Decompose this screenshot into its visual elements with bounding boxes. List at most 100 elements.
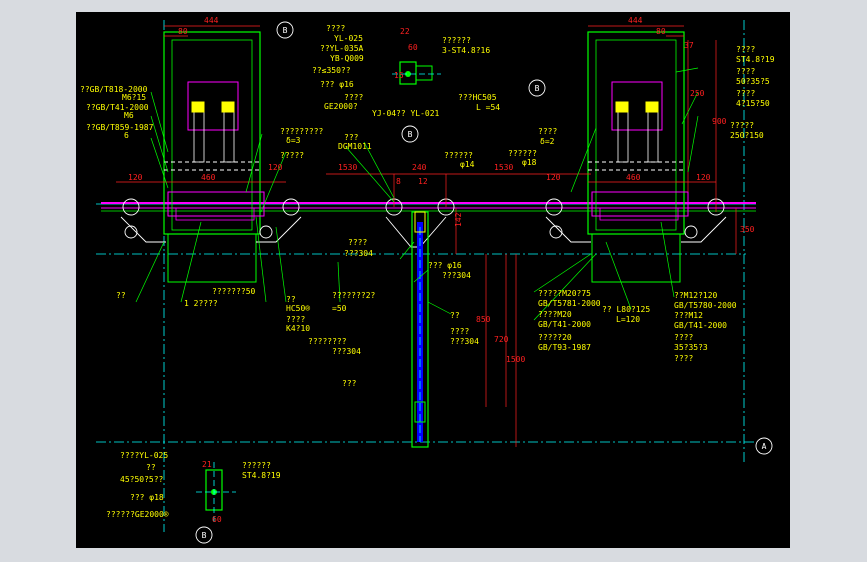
note-b-3: ??? φ16 bbox=[428, 261, 462, 270]
bottom-fixing-detail bbox=[196, 462, 236, 522]
grid-bubble-b2: B bbox=[408, 130, 413, 139]
dim-22: 22 bbox=[400, 27, 410, 36]
note-top-12: 3-ST4.8?16 bbox=[442, 46, 490, 55]
note-c-14: 35?35?3 bbox=[674, 343, 708, 352]
note-b-17: ???????? bbox=[308, 337, 347, 346]
note-b-8: ?? bbox=[286, 295, 296, 304]
note-mid-10: ???? bbox=[538, 127, 557, 136]
note-d-7: ST4.8?19 bbox=[242, 471, 281, 480]
dim-120-b: 120 bbox=[268, 163, 283, 172]
note-d-1: ????YL-025 bbox=[120, 451, 168, 460]
note-d-5: ??????GE2000® bbox=[106, 510, 169, 519]
dim-80-right: 80 bbox=[656, 27, 666, 36]
central-steel-pipe bbox=[411, 211, 429, 448]
note-mid-4: DGM1011 bbox=[338, 142, 372, 151]
dim-120-c: 120 bbox=[546, 173, 561, 182]
note-c-5: ?????20 bbox=[538, 333, 572, 342]
dim-240: 240 bbox=[412, 163, 427, 172]
note-b-2: ???304 bbox=[344, 249, 373, 258]
grid-bubbles: B B B A B bbox=[195, 21, 773, 544]
note-top-3: ??YL-035A bbox=[320, 44, 364, 53]
note-top-1: ???? bbox=[326, 24, 345, 33]
cad-drawing-canvas: B B B A B 444 80 444 80 37 22 60 15 1530… bbox=[76, 12, 790, 548]
dim-15: 15 bbox=[394, 71, 404, 80]
note-top-5: ??≤350?? bbox=[312, 66, 351, 75]
note-mid-6: ?????? bbox=[444, 151, 473, 160]
dim-900: 900 bbox=[712, 117, 727, 126]
note-b-5: ?? bbox=[116, 291, 126, 300]
dim-444-left: 444 bbox=[204, 16, 219, 25]
note-c-7: ?? L80?125 bbox=[602, 305, 650, 314]
grid-bubble-b3: B bbox=[535, 84, 540, 93]
note-mid-8: ?????? bbox=[508, 149, 537, 158]
dim-1530-left: 1530 bbox=[338, 163, 357, 172]
note-r-6: 4?15?50 bbox=[736, 99, 770, 108]
note-r-4: 50?35?5 bbox=[736, 77, 770, 86]
dim-460-left: 460 bbox=[201, 173, 216, 182]
note-6: 6 bbox=[124, 131, 129, 140]
dim-60: 60 bbox=[408, 43, 418, 52]
dim-350: 350 bbox=[740, 225, 755, 234]
note-c-12: GB/T41-2000 bbox=[674, 321, 727, 330]
grid-bubble-b1: B bbox=[283, 26, 288, 35]
note-b-11: K4?10 bbox=[286, 324, 310, 333]
note-top-2: YL-025 bbox=[334, 34, 363, 43]
note-c-6: GB/T93-1987 bbox=[538, 343, 591, 352]
note-gb41: ??GB/T41-2000 bbox=[86, 103, 149, 112]
dim-1530-right: 1530 bbox=[494, 163, 513, 172]
note-top-11: ?????? bbox=[442, 36, 471, 45]
right-mullion-section bbox=[587, 31, 689, 283]
note-b-14: ?? bbox=[450, 311, 460, 320]
dim-1500: 1500 bbox=[506, 355, 525, 364]
note-c-3: ????M20 bbox=[538, 310, 572, 319]
dim-850: 850 bbox=[476, 315, 491, 324]
note-b-13: =50 bbox=[332, 304, 347, 313]
note-c-15: ???? bbox=[674, 354, 693, 363]
note-c-8: L=120 bbox=[616, 315, 640, 324]
note-b-18: ???304 bbox=[332, 347, 361, 356]
dim-37: 37 bbox=[684, 41, 694, 50]
note-d-2: ?? bbox=[146, 463, 156, 472]
dim-120-d: 120 bbox=[696, 173, 711, 182]
note-mid-11: δ=2 bbox=[540, 137, 555, 146]
note-b-4: ???304 bbox=[442, 271, 471, 280]
dim-444-right: 444 bbox=[628, 16, 643, 25]
note-mid-7: φ14 bbox=[460, 160, 475, 169]
note-b-9: HC50® bbox=[286, 304, 310, 313]
note-c-11: ???M12 bbox=[674, 311, 703, 320]
dimension-lines bbox=[116, 25, 737, 447]
note-d-3: 45?50?5?? bbox=[120, 475, 164, 484]
note-mid-5: ????? bbox=[280, 151, 304, 160]
leader-lines bbox=[135, 67, 699, 321]
dim-80-left: 80 bbox=[178, 27, 188, 36]
dim-720: 720 bbox=[494, 335, 509, 344]
note-b-19: ??? bbox=[342, 379, 357, 388]
note-r-1: ???? bbox=[736, 45, 755, 54]
note-b-10: ???? bbox=[286, 315, 305, 324]
annotation-texts: ??GB/T818-2000 M6?15 ??GB/T41-2000 M6 ??… bbox=[80, 24, 775, 519]
note-m6: M6 bbox=[124, 111, 134, 120]
dim-120-a: 120 bbox=[128, 173, 143, 182]
dim-60b: 60 bbox=[212, 515, 222, 524]
grid-bubble-b4: B bbox=[202, 531, 207, 540]
note-top-13: ???HC505 bbox=[458, 93, 497, 102]
note-top-7: ???? bbox=[344, 93, 363, 102]
spider-fittings bbox=[120, 198, 727, 248]
note-c-9: ??M12?120 bbox=[674, 291, 718, 300]
note-r-7: ????? bbox=[730, 121, 754, 130]
note-r-2: ST4.8?19 bbox=[736, 55, 775, 64]
grid-bubble-a: A bbox=[762, 442, 767, 451]
note-r-5: ???? bbox=[736, 89, 755, 98]
dim-21: 21 bbox=[202, 460, 212, 469]
note-c-13: ???? bbox=[674, 333, 693, 342]
note-mid-1: ????????? bbox=[280, 127, 324, 136]
centerlines bbox=[96, 20, 756, 532]
dimension-texts: 444 80 444 80 37 22 60 15 1530 240 1530 … bbox=[128, 16, 755, 524]
note-c-10: GB/T5780-2000 bbox=[674, 301, 737, 310]
note-gb859: ??GB/T859-1987 bbox=[86, 123, 154, 132]
note-c-1: ?????M20?75 bbox=[538, 289, 591, 298]
dim-250: 250 bbox=[690, 89, 705, 98]
note-top-8: GE2000? bbox=[324, 102, 358, 111]
note-b-1: ???? bbox=[348, 238, 367, 247]
dim-8: 8 bbox=[396, 177, 401, 186]
